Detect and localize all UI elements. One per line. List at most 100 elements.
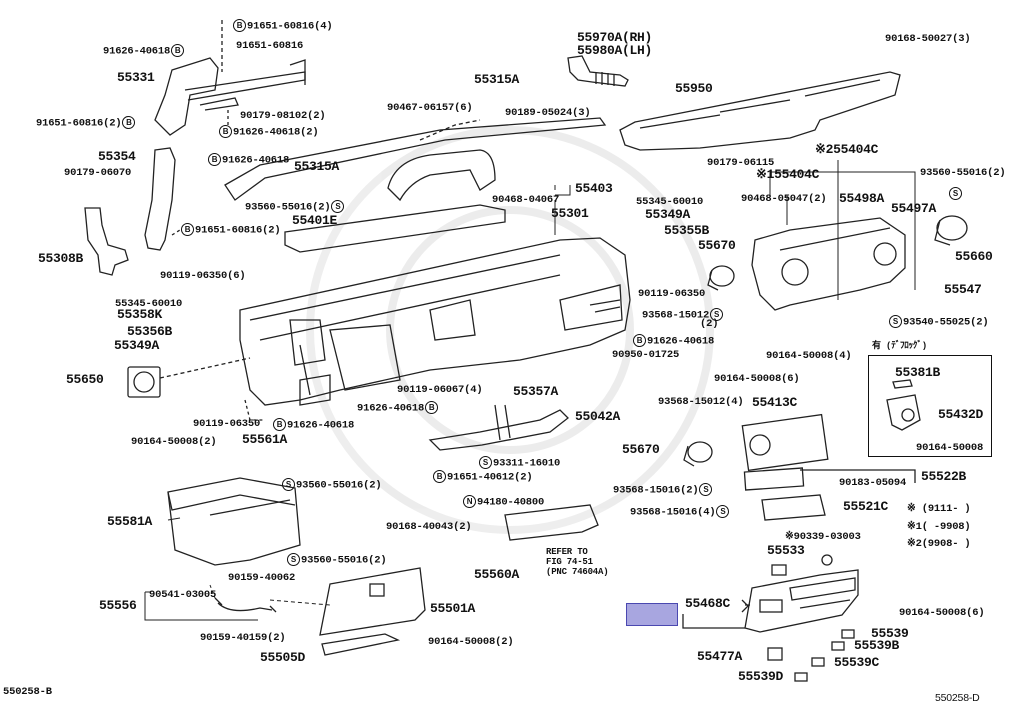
label-55345-60010-b[interactable]: 55345-60010 [636, 196, 704, 208]
label-55522B[interactable]: 55522B [921, 469, 967, 484]
label-90468-04067[interactable]: 90468-04067 [492, 194, 560, 206]
label-93568-15016-2[interactable]: 93568-15016(2)S [613, 483, 713, 496]
label-55950[interactable]: 55950 [675, 81, 713, 96]
label-55349A-b[interactable]: 55349A [645, 207, 691, 222]
label-55561A[interactable]: 55561A [242, 432, 288, 447]
label-55301[interactable]: 55301 [551, 206, 589, 221]
label-55539B[interactable]: 55539B [854, 638, 900, 653]
label-55315A-right[interactable]: 55315A [474, 72, 520, 87]
label-90164-50008-2b[interactable]: 90164-50008(2) [428, 636, 514, 648]
label-55547[interactable]: 55547 [944, 282, 982, 297]
label-55403[interactable]: 55403 [575, 181, 613, 196]
label-55533[interactable]: 55533 [767, 543, 805, 558]
label-90164-50008-2a[interactable]: 90164-50008(2) [131, 436, 217, 448]
label-90164-50008-6b[interactable]: 90164-50008(6) [899, 607, 985, 619]
label-55401E[interactable]: 55401E [292, 213, 338, 228]
label-55560A[interactable]: 55560A [474, 567, 520, 582]
label-91651-60816-2[interactable]: 91651-60816(2)B [36, 116, 136, 129]
label-93560-55016-d[interactable]: 93560-55016(2) [920, 167, 1006, 179]
label-93568-15012-4[interactable]: 93568-15012(4) [658, 396, 744, 408]
label-55468C[interactable]: 55468C [685, 596, 731, 611]
label-55497A[interactable]: 55497A [891, 201, 937, 216]
label-55381B[interactable]: 55381B [895, 365, 941, 380]
screw-symbol-icon: S [479, 456, 492, 469]
label-55521C[interactable]: 55521C [843, 499, 889, 514]
selected-part-highlight[interactable] [626, 603, 678, 626]
label-90164-50008-4[interactable]: 90164-50008(4) [766, 350, 852, 362]
label-90179-08102[interactable]: 90179-08102(2) [240, 110, 326, 122]
label-90119-06350-a[interactable]: 90119-06350 [193, 418, 261, 430]
label-90189-05024[interactable]: 90189-05024(3) [505, 107, 591, 119]
label-55505D[interactable]: 55505D [260, 650, 306, 665]
label-90179-06070[interactable]: 90179-06070 [64, 167, 132, 179]
label-55356B[interactable]: 55356B [127, 324, 173, 339]
label-90339-03003[interactable]: ※90339-03003 [785, 531, 861, 543]
label-93568-15016-4[interactable]: 93568-15016(4)S [630, 505, 730, 518]
label-55498A[interactable]: 55498A [839, 191, 885, 206]
label-55581A[interactable]: 55581A [107, 514, 153, 529]
label-55556[interactable]: 55556 [99, 598, 137, 613]
label-90159-40159[interactable]: 90159-40159(2) [200, 632, 286, 644]
label-93560-55016-a[interactable]: 93560-55016(2)S [245, 200, 345, 213]
label-55980A-lh[interactable]: 55980A(LH) [577, 43, 653, 58]
label-55670-upper[interactable]: 55670 [698, 238, 736, 253]
label-55357A[interactable]: 55357A [513, 384, 559, 399]
label-55358K[interactable]: 55358K [117, 307, 163, 322]
label-90950-01725[interactable]: 90950-01725 [612, 349, 680, 361]
screw-symbol-icon: S [287, 553, 300, 566]
label-90119-06350-b[interactable]: 90119-06350 [638, 288, 706, 300]
label-55539D[interactable]: 55539D [738, 669, 784, 684]
label-55477A[interactable]: 55477A [697, 649, 743, 664]
label-55670-lower[interactable]: 55670 [622, 442, 660, 457]
label-55308B[interactable]: 55308B [38, 251, 84, 266]
label-55650[interactable]: 55650 [66, 372, 104, 387]
label-55501A[interactable]: 55501A [430, 601, 476, 616]
label-90164-50008-box[interactable]: 90164-50008 [916, 442, 984, 454]
label-90183-05094[interactable]: 90183-05094 [839, 477, 907, 489]
label-55539[interactable]: 55539 [871, 626, 909, 641]
label-55432D[interactable]: 55432D [938, 407, 984, 422]
label-90468-05047[interactable]: 90468-05047(2) [741, 193, 827, 205]
bolt-symbol-icon: B [208, 153, 221, 166]
bolt-symbol-icon: B [233, 19, 246, 32]
nut-symbol-icon: N [463, 495, 476, 508]
label-55349A-a[interactable]: 55349A [114, 338, 160, 353]
label-90119-06350-6[interactable]: 90119-06350(6) [160, 270, 246, 282]
label-90541-03005[interactable]: 90541-03005 [149, 589, 217, 601]
label-90159-40062[interactable]: 90159-40062 [228, 572, 296, 584]
label-55970A-rh[interactable]: 55970A(RH) [577, 30, 653, 45]
label-90164-50008-6a[interactable]: 90164-50008(6) [714, 373, 800, 385]
label-55354[interactable]: 55354 [98, 149, 136, 164]
label-55660[interactable]: 55660 [955, 249, 993, 264]
label-55539C[interactable]: 55539C [834, 655, 880, 670]
label-90168-50027[interactable]: 90168-50027(3) [885, 33, 971, 45]
label-91651-60816[interactable]: 91651-60816 [236, 40, 304, 52]
label-90168-40043[interactable]: 90168-40043(2) [386, 521, 472, 533]
label-55355B[interactable]: 55355B [664, 223, 710, 238]
label-55315A-left[interactable]: 55315A [294, 159, 340, 174]
label-155404C[interactable]: ※155404C [756, 167, 820, 182]
label-90467-06157[interactable]: 90467-06157(6) [387, 102, 473, 114]
label-55413C[interactable]: 55413C [752, 395, 798, 410]
label-55331[interactable]: 55331 [117, 70, 155, 85]
label-55042A[interactable]: 55042A [575, 409, 621, 424]
label-55345-60010-a[interactable]: 55345-60010 [115, 298, 183, 310]
label-90119-06067[interactable]: 90119-06067(4) [397, 384, 483, 396]
label-255404C[interactable]: ※255404C [815, 142, 879, 157]
label-90179-06115[interactable]: 90179-06115 [707, 157, 775, 169]
